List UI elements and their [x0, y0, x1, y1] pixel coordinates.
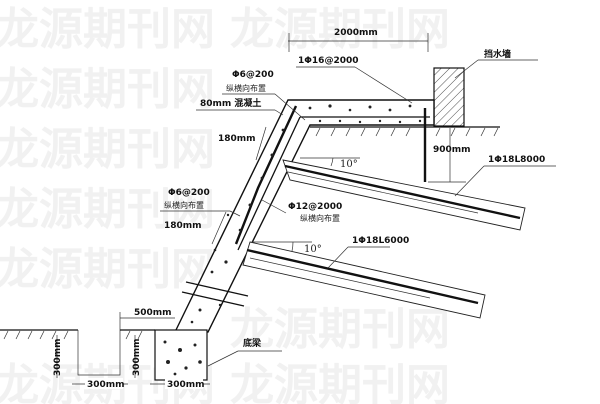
svg-text:10°: 10°: [304, 244, 322, 255]
svg-text:纵横向布置: 纵横向布置: [300, 213, 340, 223]
top-rebar-annotation: 1Φ16@2000: [296, 56, 413, 104]
svg-text:龙源期刊网: 龙源期刊网: [0, 4, 215, 55]
bottom-dimensions: 500mm 300mm 300mm 300mm 300mm: [53, 308, 210, 390]
annotations-left: Φ6@200 纵横向布置 80mm 混凝土 180mm Φ6@200 纵横向布置…: [160, 70, 342, 245]
svg-text:纵横向布置: 纵横向布置: [226, 83, 266, 93]
svg-text:龙源期刊网: 龙源期刊网: [0, 124, 215, 175]
svg-text:80mm 混凝土: 80mm 混凝土: [200, 97, 261, 109]
svg-text:龙源期刊网: 龙源期刊网: [0, 184, 215, 235]
svg-text:180mm: 180mm: [164, 221, 202, 231]
vertical-rod: 900mm: [423, 108, 471, 183]
dimension-top-width: 2000mm: [288, 28, 429, 52]
svg-text:龙源期刊网: 龙源期刊网: [230, 4, 450, 55]
svg-text:龙源期刊网: 龙源期刊网: [0, 244, 215, 295]
svg-text:1Φ16@2000: 1Φ16@2000: [298, 56, 359, 66]
upper-anchor: 10° 1Φ18L8000: [282, 155, 556, 231]
svg-text:300mm: 300mm: [87, 380, 125, 390]
svg-text:500mm: 500mm: [134, 308, 172, 318]
svg-text:Φ6@200: Φ6@200: [168, 188, 210, 198]
svg-text:龙源期刊网: 龙源期刊网: [230, 360, 450, 404]
water-wall: 挡水墙: [433, 48, 538, 127]
svg-text:900mm: 900mm: [433, 145, 471, 155]
svg-text:180mm: 180mm: [218, 134, 256, 144]
svg-text:挡水墙: 挡水墙: [484, 48, 511, 60]
svg-text:1Φ18L6000: 1Φ18L6000: [352, 236, 409, 246]
svg-text:1Φ18L8000: 1Φ18L8000: [488, 155, 545, 165]
svg-text:龙源期刊网: 龙源期刊网: [230, 304, 450, 355]
svg-text:300mm: 300mm: [132, 338, 142, 376]
lower-anchor: 10° 1Φ18L6000: [242, 236, 486, 319]
svg-text:300mm: 300mm: [53, 338, 63, 376]
svg-text:Φ6@200: Φ6@200: [232, 70, 274, 80]
svg-text:底梁: 底梁: [243, 337, 262, 349]
watermark: 龙源期刊网 龙源期刊网 龙源期刊网 龙源期刊网 龙源期刊网 龙源期刊网 龙源期刊…: [0, 4, 450, 404]
svg-text:300mm: 300mm: [167, 380, 205, 390]
svg-text:纵横向布置: 纵横向布置: [164, 200, 204, 210]
svg-text:10°: 10°: [340, 159, 358, 170]
svg-text:2000mm: 2000mm: [334, 28, 378, 38]
svg-text:龙源期刊网: 龙源期刊网: [0, 64, 215, 115]
ground-lines: [0, 126, 500, 376]
svg-text:Φ12@2000: Φ12@2000: [288, 202, 342, 212]
